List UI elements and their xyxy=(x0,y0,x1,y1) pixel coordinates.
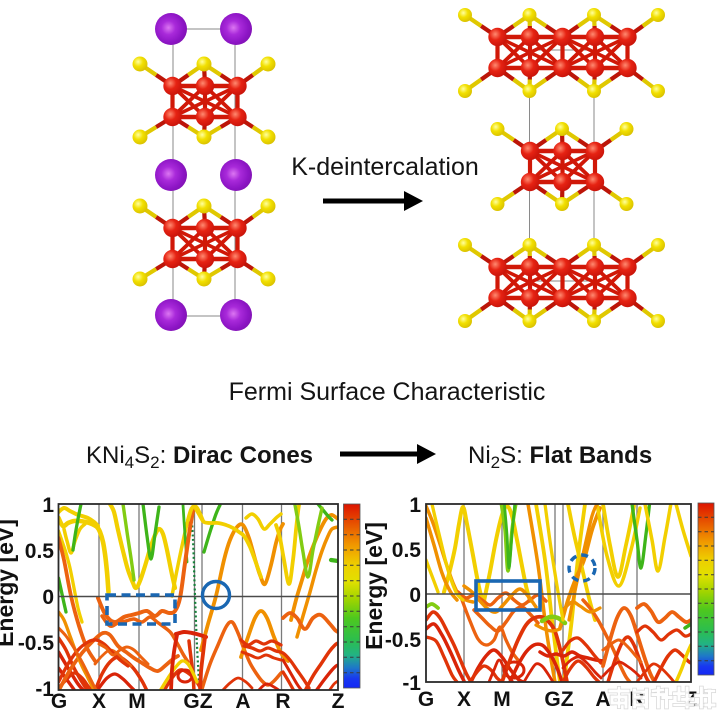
svg-text:0: 0 xyxy=(42,586,54,609)
svg-text:Z: Z xyxy=(332,690,345,713)
svg-text:-0.5: -0.5 xyxy=(385,629,422,652)
svg-text:R: R xyxy=(275,690,290,713)
svg-text:M: M xyxy=(493,688,511,711)
svg-text:0: 0 xyxy=(409,584,421,607)
svg-text:X: X xyxy=(92,690,106,713)
svg-text:Fermi Surface Characteristic: Fermi Surface Characteristic xyxy=(229,378,546,406)
svg-text:K-deintercalation: K-deintercalation xyxy=(291,153,479,181)
svg-text:M: M xyxy=(128,690,146,713)
svg-text:Energy [eV]: Energy [eV] xyxy=(0,519,18,647)
svg-text:0.5: 0.5 xyxy=(25,540,55,563)
svg-text:1: 1 xyxy=(42,494,54,517)
svg-text:-1: -1 xyxy=(402,672,421,695)
svg-text:G: G xyxy=(51,690,67,713)
svg-text:Energy [eV]: Energy [eV] xyxy=(361,522,387,650)
svg-text:G: G xyxy=(418,688,434,711)
svg-text:-1: -1 xyxy=(35,678,54,701)
svg-text:GZ: GZ xyxy=(544,688,573,711)
svg-text:A: A xyxy=(595,688,610,711)
svg-text:KNi4S2: Dirac Cones: KNi4S2: Dirac Cones xyxy=(86,442,313,472)
svg-text:A: A xyxy=(235,690,250,713)
svg-text:1: 1 xyxy=(409,494,421,517)
svg-text:0.5: 0.5 xyxy=(392,539,422,562)
svg-text:X: X xyxy=(457,688,471,711)
svg-text:GZ: GZ xyxy=(183,690,212,713)
svg-text:-0.5: -0.5 xyxy=(18,632,55,655)
